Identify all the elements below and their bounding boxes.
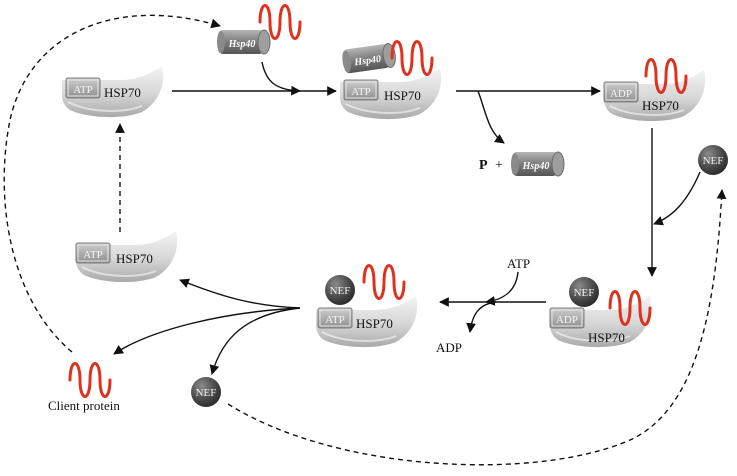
hsp70-label: HSP70	[588, 330, 625, 345]
atp-in-label: ATP	[507, 256, 530, 271]
hsp70-label: HSP70	[642, 98, 679, 113]
hsp40-label: Hsp40	[353, 54, 382, 69]
reaction-arrows	[113, 61, 701, 375]
client-protein-label: Client protein	[48, 398, 120, 413]
nef-free-right: NEF	[698, 145, 728, 175]
nef-released-bottom: NEF	[191, 377, 221, 407]
hsp70-label: HSP70	[104, 85, 141, 100]
nef-label: NEF	[703, 155, 724, 167]
nef-release-arrow	[209, 307, 301, 375]
adp-label: ADP	[556, 314, 578, 326]
atp-label: ATP	[351, 86, 371, 98]
hsp70-atp-complex-b: ATP HSP70	[75, 230, 179, 284]
hsp70-label: HSP70	[116, 251, 153, 266]
nef-join-arrow	[653, 171, 701, 226]
hsp70-adp-client-complex: ADP HSP70	[603, 58, 707, 123]
atp-label: ATP	[325, 314, 345, 326]
client-recycle-arrow	[3, 14, 221, 353]
hsp70-atp-complex-a: ATP HSP70	[61, 65, 165, 119]
phosphate-release-arrow	[477, 90, 505, 144]
phosphate-label: P	[479, 158, 488, 173]
hsp40-client-complex: Hsp40	[216, 4, 302, 55]
client-protein-coil-icon	[362, 264, 406, 300]
atp-in-arrow	[485, 271, 519, 306]
hsp40-label: Hsp40	[522, 161, 550, 172]
phosphate-release: P + Hsp40	[479, 151, 565, 177]
adp-out-arrow	[466, 301, 497, 333]
nef-label: NEF	[574, 287, 595, 299]
hsp40-label: Hsp40	[228, 39, 256, 50]
hsp70-release-arrow	[179, 278, 301, 309]
recycling-arrows	[3, 14, 727, 466]
client-protein-released: Client protein	[48, 362, 120, 413]
atp-label: ATP	[73, 84, 93, 96]
hsp40-delivery-arrow	[261, 61, 301, 96]
nef-label: NEF	[196, 387, 217, 399]
nef-recycle-arrow	[227, 189, 727, 466]
hsp70-adp-nef-complex: ADP HSP70 NEF	[549, 277, 653, 349]
hsp70-atp-nef-complex: ATP HSP70 NEF	[315, 264, 419, 349]
plus-label: +	[495, 158, 503, 173]
adp-label: ADP	[610, 88, 632, 100]
client-release-arrow	[113, 307, 301, 355]
hsp70-label: HSP70	[384, 88, 421, 103]
client-protein-coil-icon	[68, 362, 112, 398]
adp-out-label: ADP	[436, 340, 462, 355]
hsp70-label: HSP70	[356, 316, 393, 331]
nef-label: NEF	[330, 285, 351, 297]
hsp70-hsp40-complex: ATP HSP70 Hsp40	[339, 40, 443, 121]
atp-label: ATP	[83, 249, 103, 261]
client-protein-coil-icon	[390, 40, 434, 76]
